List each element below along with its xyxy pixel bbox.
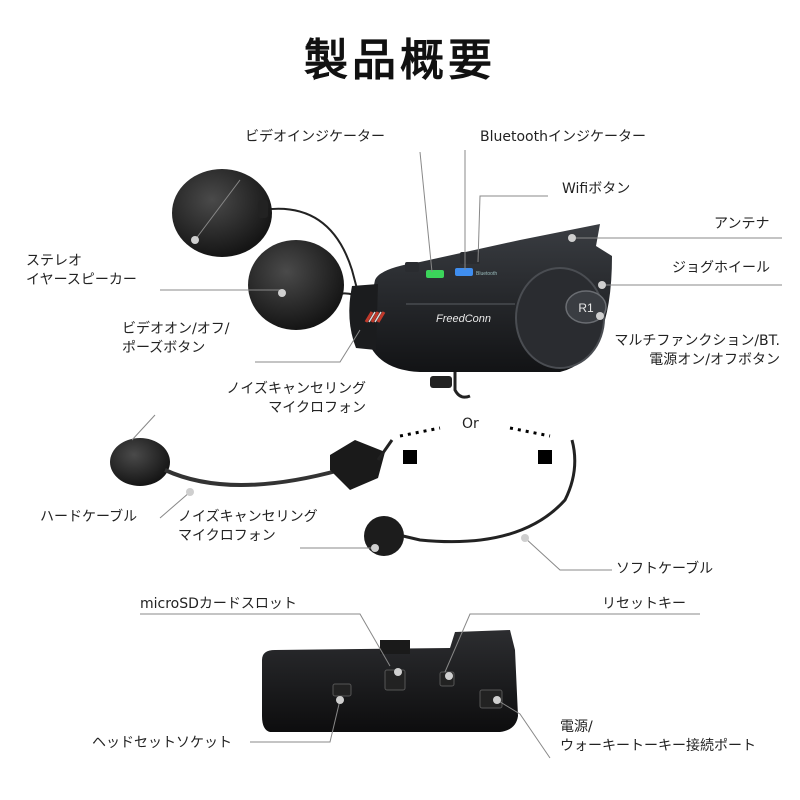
label-hard-cable: ハードケーブル	[40, 508, 137, 527]
label-noise-mic-top: ノイズキャンセリング マイクロフォン	[190, 380, 366, 418]
video-indicator-light	[426, 270, 444, 278]
jog-label: R1	[578, 301, 594, 315]
label-bluetooth-indicator: Bluetoothインジケーター	[480, 128, 646, 147]
label-power-port: 電源/ ウォーキートーキー接続ポート	[560, 718, 756, 756]
headset-socket	[333, 684, 351, 696]
label-soft-cable: ソフトケーブル	[616, 560, 713, 579]
label-video-indicator: ビデオインジケーター	[245, 128, 385, 147]
label-stereo-speaker: ステレオ イヤースピーカー	[26, 252, 137, 290]
ear-speaker-left	[172, 169, 272, 257]
or-marker-right	[538, 450, 552, 464]
hard-cable-mic	[110, 438, 392, 490]
label-video-onoff: ビデオオン/オフ/ ポーズボタン	[122, 320, 229, 358]
label-microsd-slot: microSDカードスロット	[140, 595, 297, 614]
or-marker-left	[403, 450, 417, 464]
ear-speaker-right	[248, 240, 344, 330]
side-view-unit	[262, 630, 518, 732]
bluetooth-indicator-light	[455, 268, 473, 276]
intercom-main-unit: R1 FreedConn Bluetooth	[349, 224, 612, 397]
label-antenna: アンテナ	[714, 215, 769, 234]
label-multifunction: マルチファンクション/BT. 電源オン/オフボタン	[614, 332, 780, 370]
label-headset-socket: ヘッドセットソケット	[92, 734, 232, 753]
label-reset-key: リセットキー	[602, 595, 686, 614]
bt-small-label: Bluetooth	[476, 271, 497, 277]
label-jog-wheel: ジョグホイール	[672, 259, 770, 278]
label-noise-mic-bottom: ノイズキャンセリング マイクロフォン	[178, 508, 318, 546]
brand-logo: FreedConn	[436, 313, 491, 325]
label-wifi-button: Wifiボタン	[562, 180, 630, 199]
label-or: Or	[462, 415, 479, 434]
